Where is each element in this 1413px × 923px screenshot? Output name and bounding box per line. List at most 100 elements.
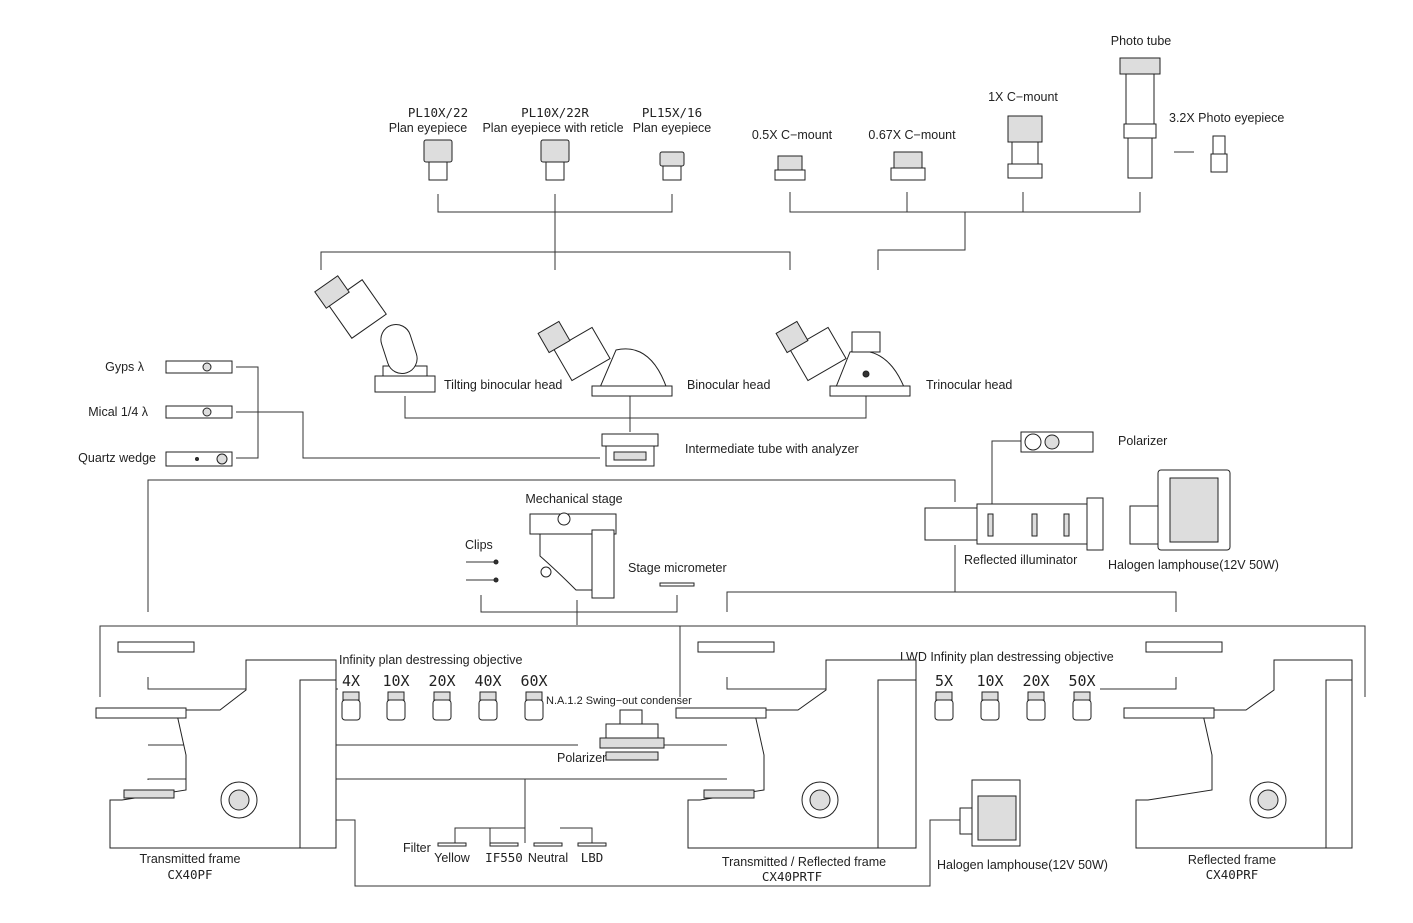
frame-transmitted-name: Transmitted frame <box>140 852 241 866</box>
infinity-objective[interactable]: 60X <box>520 672 548 721</box>
frame-reflected[interactable]: Reflected frame CX40PRF <box>1123 641 1353 882</box>
infinity-objective-body <box>386 699 406 721</box>
frame-trans-reflected[interactable]: Transmitted / Reflected frame CX40PRTF <box>675 641 917 884</box>
halogen-lamphouse-right[interactable]: Halogen lamphouse(12V 50W) <box>1108 469 1279 572</box>
filter-plate <box>437 842 467 847</box>
infinity-objective[interactable]: 4X <box>341 672 361 721</box>
infinity-objective-body <box>478 699 498 721</box>
mica-plate[interactable]: Mical 1/4 λ <box>88 405 233 419</box>
mechanical-stage-label: Mechanical stage <box>525 492 622 506</box>
cmount-067x[interactable]: 0.67X C−mount <box>868 128 956 181</box>
clips[interactable]: Clips <box>465 538 499 583</box>
infinity-objective-mag: 20X <box>428 672 455 690</box>
infinity-objective-thread <box>479 691 497 701</box>
quartz-wedge[interactable]: Quartz wedge <box>78 451 233 467</box>
trinocular-head[interactable]: Trinocular head <box>775 320 1012 397</box>
infinity-objective-mag: 4X <box>342 672 360 690</box>
cmount-1x-label: 1X C−mount <box>988 90 1058 104</box>
infinity-objective-body <box>341 699 361 721</box>
filter-name: LBD <box>581 850 604 865</box>
filter-item[interactable]: Yellow <box>434 842 471 865</box>
frame-reflected-name: Reflected frame <box>1188 853 1276 867</box>
infinity-objective-mag: 40X <box>474 672 501 690</box>
polarizer-slider-top[interactable]: Polarizer <box>1020 431 1167 453</box>
objectives-lwd-list: 5X 10X 20X 50X <box>934 672 1096 721</box>
lwd-objective-mag: 10X <box>976 672 1003 690</box>
eyepiece-pl15[interactable]: PL15X/16 Plan eyepiece <box>633 105 712 181</box>
polarizer-bottom[interactable]: Polarizer <box>557 751 659 765</box>
photo-tube-label: Photo tube <box>1111 34 1172 48</box>
frame-reflected-model: CX40PRF <box>1206 867 1259 882</box>
polarizer-bottom-label: Polarizer <box>557 751 606 765</box>
filter-list: Yellow IF550 Neutral LBD <box>434 842 607 865</box>
photo-tube[interactable]: Photo tube <box>1111 34 1172 179</box>
infinity-objective-body <box>432 699 452 721</box>
mechanical-stage[interactable]: Mechanical stage <box>525 492 623 599</box>
frame-transmitted-model: CX40PF <box>167 867 212 882</box>
polarizer-top-label: Polarizer <box>1118 434 1167 448</box>
gyps-plate[interactable]: Gyps λ <box>105 360 233 374</box>
eyepiece-pl10r-model: PL10X/22R <box>521 105 589 120</box>
reflected-illuminator[interactable]: Reflected illuminator <box>924 497 1104 567</box>
eyepiece-pl15-model: PL15X/16 <box>642 105 702 120</box>
connector-lines <box>99 192 1366 887</box>
filter-name: Yellow <box>434 851 471 865</box>
photo-eyepiece[interactable]: 3.2X Photo eyepiece <box>1169 111 1284 173</box>
cmount-05x[interactable]: 0.5X C−mount <box>752 128 833 181</box>
eyepiece-pl10r-name: Plan eyepiece with reticle <box>482 121 623 135</box>
halogen-lamphouse-bottom[interactable]: Halogen lamphouse(12V 50W) <box>937 779 1108 872</box>
mica-label: Mical 1/4 λ <box>88 405 148 419</box>
objectives-lwd: LWD Infinity plan destressing objective … <box>900 650 1114 721</box>
photo-eyepiece-label: 3.2X Photo eyepiece <box>1169 111 1284 125</box>
lwd-objective-mag: 5X <box>935 672 953 690</box>
intermediate-tube[interactable]: Intermediate tube with analyzer <box>601 433 859 467</box>
swing-out-condenser[interactable]: N.A.1.2 Swing−out condenser <box>546 695 692 749</box>
tilting-head-label: Tilting binocular head <box>444 378 562 392</box>
infinity-objective[interactable]: 10X <box>382 672 410 721</box>
lwd-objective[interactable]: 10X <box>976 672 1004 721</box>
infinity-objective-body <box>524 699 544 721</box>
lwd-objective-body <box>980 699 1000 721</box>
eyepiece-pl10r[interactable]: PL10X/22R Plan eyepiece with reticle <box>482 105 624 181</box>
lamphouse-bottom-label: Halogen lamphouse(12V 50W) <box>937 858 1108 872</box>
filter-item[interactable]: LBD <box>577 842 607 865</box>
infinity-objective-thread <box>433 691 451 701</box>
infinity-objective-thread <box>342 691 360 701</box>
eyepiece-pl10[interactable]: PL10X/22 Plan eyepiece <box>389 105 468 181</box>
stage-micrometer-label: Stage micrometer <box>628 561 727 575</box>
filter-plate <box>577 842 607 847</box>
infinity-objective[interactable]: 40X <box>474 672 502 721</box>
lwd-objective[interactable]: 50X <box>1068 672 1096 721</box>
filter-label: Filter <box>403 841 431 855</box>
condenser-label: N.A.1.2 Swing−out condenser <box>546 695 692 707</box>
lwd-objective-mag: 50X <box>1068 672 1095 690</box>
gyps-label: Gyps λ <box>105 360 145 374</box>
binocular-head-label: Binocular head <box>687 378 770 392</box>
filter-plate <box>489 842 519 847</box>
stage-micrometer[interactable]: Stage micrometer <box>628 561 727 587</box>
lwd-objective-body <box>1072 699 1092 721</box>
tilting-binocular-head[interactable]: Tilting binocular head <box>314 275 563 393</box>
cmount-05x-label: 0.5X C−mount <box>752 128 833 142</box>
cmount-1x[interactable]: 1X C−mount <box>988 90 1058 179</box>
filter-item[interactable]: Neutral <box>528 842 568 865</box>
infinity-objective-thread <box>387 691 405 701</box>
clips-label: Clips <box>465 538 493 552</box>
frame-transmitted[interactable]: Transmitted frame CX40PF <box>95 641 337 882</box>
infinity-objective[interactable]: 20X <box>428 672 456 721</box>
lwd-objective-body <box>1026 699 1046 721</box>
lwd-objective-thread <box>1027 691 1045 701</box>
filters: Filter Yellow IF550 Neutral LBD <box>403 841 607 865</box>
filter-plate <box>533 842 563 847</box>
lwd-objective[interactable]: 5X <box>934 672 954 721</box>
lwd-objective[interactable]: 20X <box>1022 672 1050 721</box>
cmount-067x-label: 0.67X C−mount <box>868 128 956 142</box>
frame-trans-reflected-name: Transmitted / Reflected frame <box>722 855 886 869</box>
filter-item[interactable]: IF550 <box>485 842 523 865</box>
binocular-head[interactable]: Binocular head <box>537 320 770 397</box>
lwd-objective-thread <box>981 691 999 701</box>
filter-name: IF550 <box>485 850 523 865</box>
filter-name: Neutral <box>528 851 568 865</box>
